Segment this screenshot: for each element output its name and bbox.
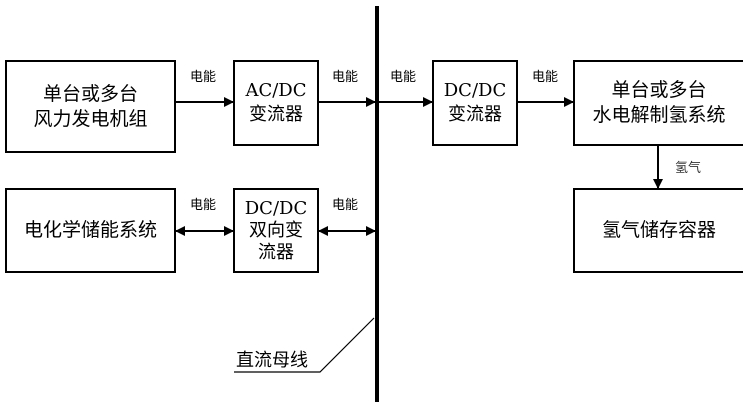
wind-turbine-label-line2: 风力发电机组 [33,107,148,130]
edge-label-hydrogen: 氢气 [675,161,702,176]
bus-label-leader [234,317,375,373]
bidir-label-line2: 双向变 [249,219,303,241]
edge-label-bus-dcdc: 电能 [390,70,417,85]
wind-turbine-label-line1: 单台或多台 [42,82,138,105]
electrolyzer-label-line2: 水电解制氢系统 [592,104,726,126]
wind-turbine-box: 单台或多台 风力发电机组 [5,60,176,153]
dcdc-converter-box: DC/DC 变流器 [432,60,518,146]
edge-label-battery-bidir: 电能 [190,198,217,213]
dcdc-label-line2: 变流器 [448,104,502,125]
battery-storage-box: 电化学储能系统 [5,188,176,273]
edge-label-dcdc-electrolyzer: 电能 [532,70,559,85]
electrolyzer-box: 单台或多台 水电解制氢系统 [573,60,743,146]
edge-label-bidir-bus: 电能 [332,198,359,213]
edge-label-acdc-bus: 电能 [332,70,359,85]
bidir-label-line3: 流器 [258,241,294,263]
hydrogen-storage-label: 氢气储存容器 [601,219,716,241]
dc-bus-label: 直流母线 [236,350,308,371]
edge-label-wind-acdc: 电能 [190,70,217,85]
hydrogen-storage-box: 氢气储存容器 [573,188,743,273]
electrolyzer-label-line1: 单台或多台 [611,79,707,101]
acdc-converter-box: AC/DC 变流器 [233,60,319,146]
acdc-label-line1: AC/DC [245,80,307,101]
dcdc-label-line1: DC/DC [443,80,507,101]
acdc-label-line2: 变流器 [249,104,303,125]
bidirectional-converter-box: DC/DC 双向变 流器 [233,188,319,273]
battery-label: 电化学储能系统 [23,219,157,241]
bidir-label-line1: DC/DC [244,197,308,219]
